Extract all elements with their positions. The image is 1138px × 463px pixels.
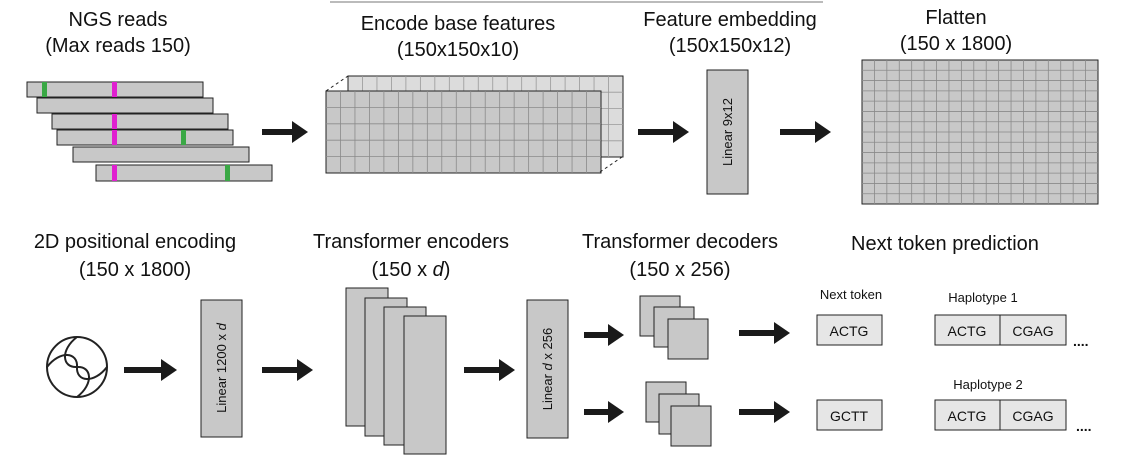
prediction-row-2: GCTT Haplotype 2 ACTG CGAG .... <box>816 377 1092 434</box>
embedding-linear-box <box>706 69 749 195</box>
flow-arrow <box>262 121 308 143</box>
variant-mark <box>42 82 47 97</box>
decoder-stack-bottom <box>645 381 712 447</box>
decoders-title: Transformer decoders <box>582 231 778 253</box>
flow-arrow <box>739 401 790 423</box>
ellipsis: .... <box>1073 333 1089 349</box>
ellipsis: .... <box>1076 418 1092 434</box>
read-bar <box>72 146 250 163</box>
prediction-row-1: Next token ACTG Haplotype 1 ACTG CGAG ..… <box>816 287 1089 349</box>
decoders-subtitle: (150 x 256) <box>629 259 730 281</box>
ngs-subtitle: (Max reads 150) <box>45 35 191 57</box>
embedding-subtitle: (150x150x12) <box>669 35 791 57</box>
encode-subtitle: (150x150x10) <box>397 39 519 61</box>
flow-arrow <box>584 401 624 423</box>
read-bar <box>56 129 234 146</box>
next-token-value: GCTT <box>830 408 869 424</box>
read-bar <box>51 113 229 130</box>
decoder-linear-label: Linear d x 256 <box>540 328 555 410</box>
perspective-line <box>599 156 623 173</box>
positional-linear-label: Linear 1200 x d <box>214 322 229 412</box>
variant-mark <box>112 114 117 129</box>
haplotype-label: Haplotype 2 <box>953 377 1022 392</box>
flow-arrow <box>638 121 689 143</box>
grid-background <box>325 90 602 174</box>
flow-arrow <box>464 359 515 381</box>
haplotype-cell <box>999 399 1067 431</box>
haplotype-label: Haplotype 1 <box>948 290 1017 305</box>
decoder-card <box>667 318 709 360</box>
haplotype-cell <box>999 314 1067 346</box>
next-token-value: ACTG <box>830 323 869 339</box>
variant-mark <box>225 165 230 181</box>
read-bar <box>36 97 214 114</box>
flow-arrow <box>780 121 831 143</box>
haplotype-cell-text: CGAG <box>1012 323 1053 339</box>
encoder-stack <box>345 287 447 455</box>
variant-mark <box>112 130 117 145</box>
arrows-row1 <box>262 121 831 143</box>
haplotype-cell <box>934 314 1001 346</box>
encoder-layer <box>403 315 447 455</box>
positional-linear-box <box>200 299 243 438</box>
flatten-subtitle: (150 x 1800) <box>900 33 1012 55</box>
next-token-box <box>816 399 883 431</box>
encoders-title: Transformer encoders <box>313 231 509 253</box>
decoder-linear-box <box>526 299 569 439</box>
variant-mark <box>181 130 186 145</box>
swirl-circle-icon <box>46 336 108 398</box>
prediction-title: Next token prediction <box>851 233 1039 255</box>
decoder-stack-top <box>639 295 709 360</box>
perspective-line <box>325 75 349 92</box>
decoder-card <box>670 405 712 447</box>
flow-arrow <box>124 359 177 381</box>
embedding-linear-label: Linear 9x12 <box>720 98 735 166</box>
next-token-box <box>816 314 883 346</box>
variant-mark <box>112 82 117 97</box>
flatten-title: Flatten <box>925 7 986 29</box>
variant-mark <box>112 165 117 181</box>
positional-title: 2D positional encoding <box>34 231 236 253</box>
embedding-title: Feature embedding <box>643 9 816 31</box>
haplotype-cell-text: CGAG <box>1012 408 1053 424</box>
encode-title: Encode base features <box>361 13 556 35</box>
encoders-subtitle: (150 x d) <box>372 259 451 281</box>
positional-subtitle: (150 x 1800) <box>79 259 191 281</box>
variant-marks <box>42 82 230 181</box>
flow-arrow <box>584 324 624 346</box>
arrows-row2 <box>124 322 790 423</box>
ngs-title: NGS reads <box>69 9 168 31</box>
flow-arrow <box>262 359 313 381</box>
haplotype-cell-text: ACTG <box>948 323 987 339</box>
next-token-header: Next token <box>820 287 882 302</box>
read-bar <box>95 164 273 182</box>
haplotype-cell-text: ACTG <box>948 408 987 424</box>
ngs-reads <box>26 81 273 182</box>
flatten-grid <box>861 59 1099 205</box>
flow-arrow <box>739 322 790 344</box>
encode-grid-stack <box>325 75 624 174</box>
